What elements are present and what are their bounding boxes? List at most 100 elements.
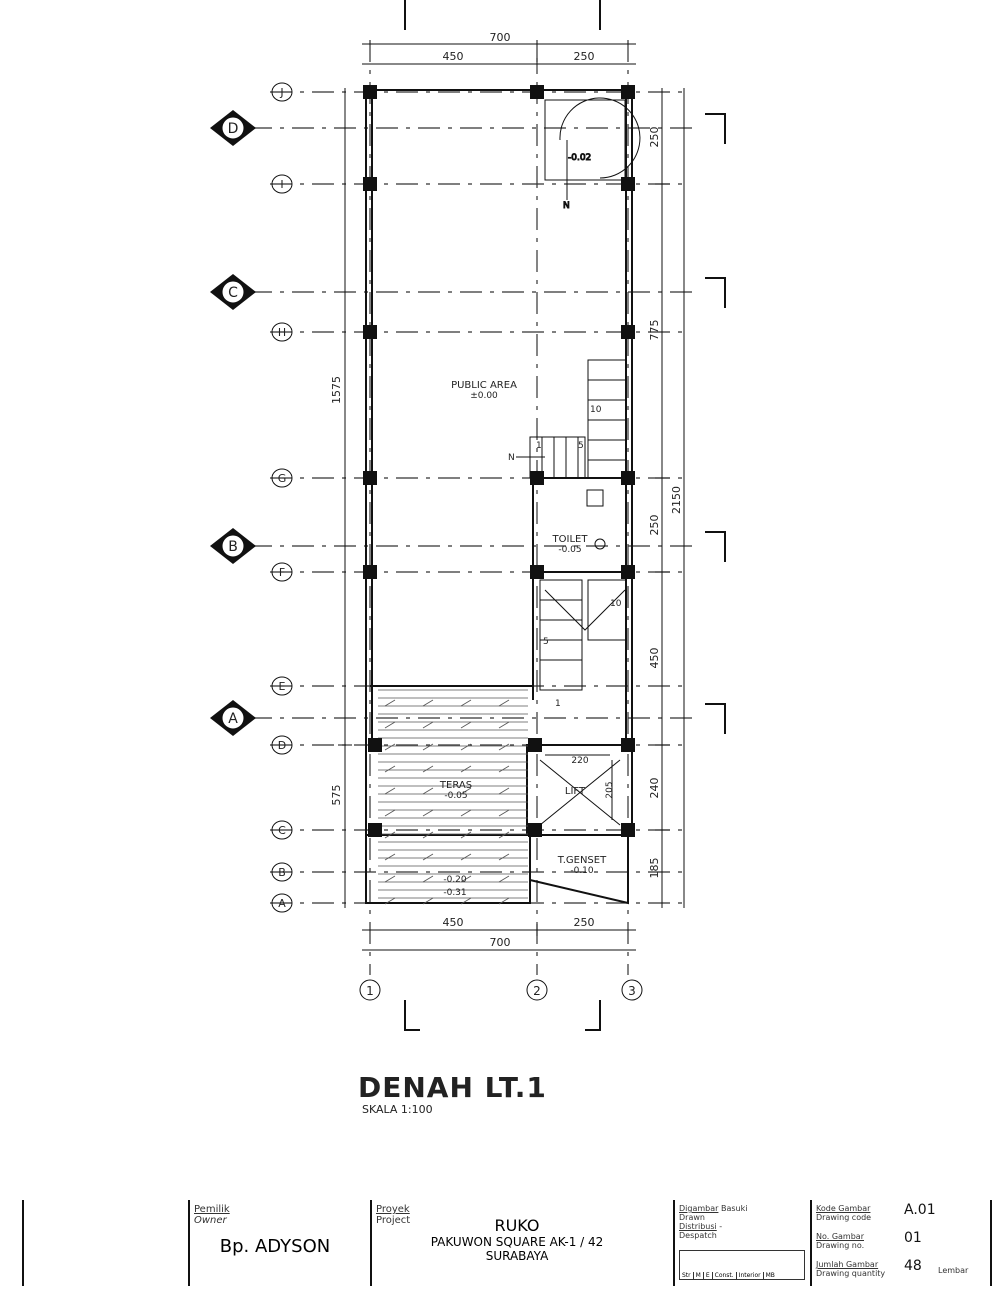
drawn-label-en: Drawn <box>679 1213 705 1222</box>
hatch-mark <box>384 809 396 817</box>
dist-label-en: Despatch <box>679 1231 717 1240</box>
column <box>621 565 635 579</box>
column <box>530 565 544 579</box>
drawing-title: DENAH LT.1 <box>358 1071 547 1104</box>
stair-number: 10 <box>610 599 622 609</box>
check-table: Str M E Const. Interior MB <box>679 1250 805 1280</box>
level-label: -0.02 <box>568 153 591 163</box>
hatch-mark <box>498 721 510 729</box>
column <box>363 471 377 485</box>
stair-number: 1 <box>536 441 542 451</box>
column <box>621 471 635 485</box>
dim-label: 775 <box>648 320 661 341</box>
check-col: Str <box>680 1272 694 1279</box>
project-label: Proyek <box>376 1204 410 1215</box>
hatch-mark <box>422 875 434 883</box>
hatch-mark <box>498 897 510 905</box>
hatch-mark <box>384 721 396 729</box>
room-level: -0.05 <box>558 545 581 555</box>
stair-number: 1 <box>555 699 561 709</box>
hatch-mark <box>498 699 510 707</box>
drawing-number: 01 <box>904 1230 922 1246</box>
check-col: Interior <box>737 1272 764 1279</box>
dim-label: 240 <box>648 778 661 799</box>
check-col: M <box>694 1272 704 1279</box>
section-label: B <box>228 539 238 555</box>
qty-label-en: Drawing quantity <box>816 1269 886 1278</box>
room-name: TERAS <box>439 780 472 791</box>
grid-label: 3 <box>628 984 636 998</box>
fixtures <box>539 489 621 826</box>
room-name: LIFT <box>565 786 586 797</box>
qty-label: Jumlah Gambar <box>816 1260 879 1269</box>
hatch-mark <box>460 875 472 883</box>
dim-label: 1575 <box>330 376 343 404</box>
grid-label: A <box>278 897 286 910</box>
dim-label: 700 <box>490 31 511 44</box>
hatch-mark <box>498 787 510 795</box>
grid-label: C <box>278 824 286 837</box>
section-cut <box>705 113 726 144</box>
column <box>363 177 377 191</box>
dim-label: 2150 <box>670 486 683 514</box>
hatch-mark <box>384 897 396 905</box>
dim-label: 185 <box>648 858 661 879</box>
hatch-mark <box>460 853 472 861</box>
hatch-mark <box>422 897 434 905</box>
hatch-mark <box>384 875 396 883</box>
stair-number: 5 <box>578 441 584 451</box>
hatch-mark <box>460 743 472 751</box>
room-name: T.GENSET <box>557 855 607 866</box>
hatch-mark <box>422 853 434 861</box>
spiral-stair: -0.02 N <box>544 97 641 212</box>
grid-bubble <box>271 735 293 755</box>
dim-label: 450 <box>443 50 464 63</box>
hatch-mark <box>460 831 472 839</box>
dim-label: 250 <box>574 50 595 63</box>
lift-width: 220 <box>571 756 588 766</box>
dim-label: 250 <box>648 515 661 536</box>
column <box>363 325 377 339</box>
project-city: SURABAYA <box>485 1249 549 1263</box>
section-bubble <box>221 116 245 140</box>
north-label: N <box>563 201 570 211</box>
stair-number: 5 <box>543 637 549 647</box>
grid-label: B <box>278 866 286 879</box>
column <box>621 177 635 191</box>
column <box>621 85 635 99</box>
dim-label: 250 <box>574 916 595 929</box>
project-name: RUKO <box>494 1216 540 1235</box>
grid-label: H <box>278 326 286 339</box>
section-bubble <box>221 534 245 558</box>
code-label: Kode Gambar <box>816 1204 871 1213</box>
hatch-mark <box>460 699 472 707</box>
column <box>621 823 635 837</box>
room-labels: PUBLIC AREA ±0.00 TOILET -0.05 TERAS -0.… <box>439 380 615 898</box>
hatch-mark <box>498 875 510 883</box>
check-col: Const. <box>713 1272 737 1279</box>
check-col: MB <box>765 1272 775 1279</box>
dim-label: 575 <box>330 785 343 806</box>
hatch-mark <box>422 699 434 707</box>
grid-label: D <box>278 739 286 752</box>
hatch-mark <box>384 699 396 707</box>
hatch-mark <box>384 743 396 751</box>
hatch-mark <box>422 743 434 751</box>
hatch-mark <box>460 809 472 817</box>
project-address: PAKUWON SQUARE AK-1 / 42 <box>430 1235 604 1249</box>
hatch-mark <box>384 831 396 839</box>
hatch-mark <box>384 787 396 795</box>
walls <box>365 89 633 905</box>
grid-label: E <box>279 680 286 693</box>
grid-label: 1 <box>366 984 374 998</box>
terrace-hatch <box>378 689 528 905</box>
stair-number: 10 <box>590 405 602 415</box>
column <box>528 823 542 837</box>
dim-label: 450 <box>443 916 464 929</box>
structural-columns <box>363 85 635 837</box>
section-label: A <box>228 711 238 727</box>
stair-numbers: 1 5 10 10 5 1 <box>536 405 622 709</box>
room-level: -0.05 <box>444 791 467 801</box>
